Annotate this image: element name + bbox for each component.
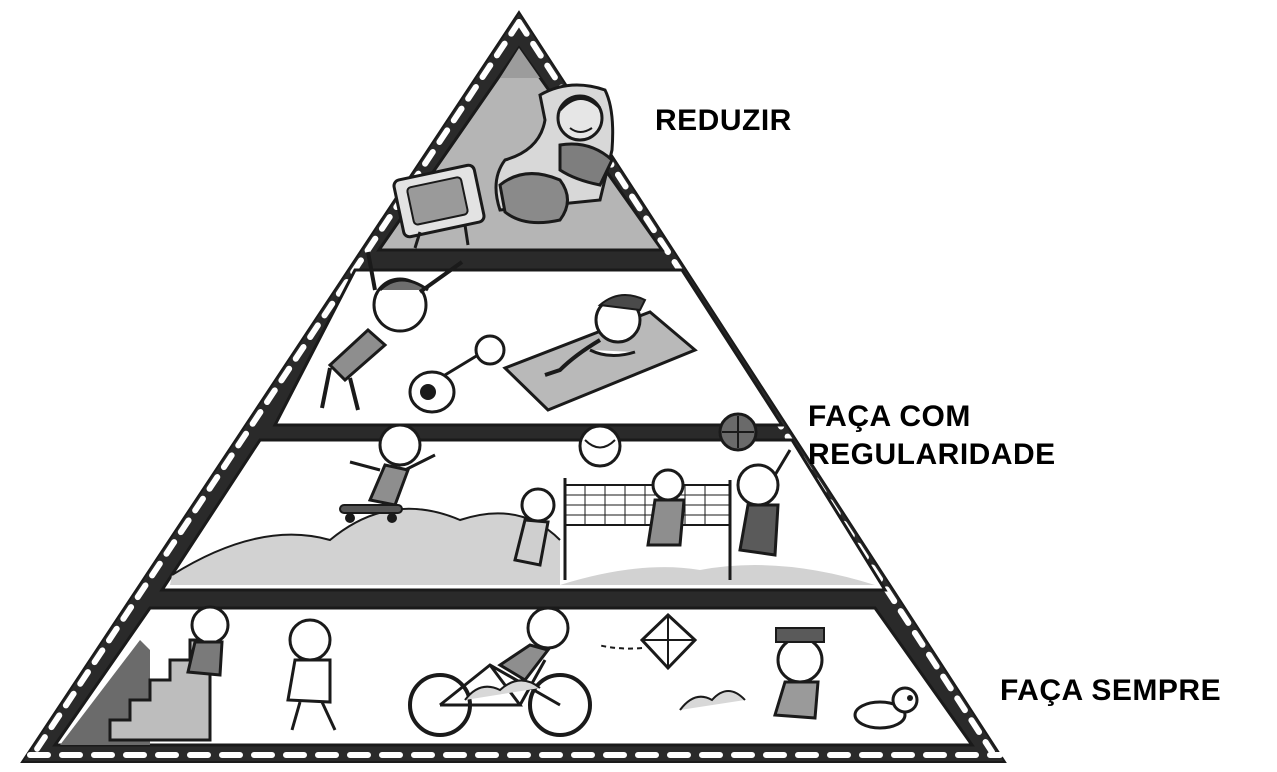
ball-icon (578, 424, 622, 468)
volleyball-player-right-icon (646, 468, 686, 547)
person-icon (556, 94, 614, 187)
walking-child-icon (286, 618, 337, 731)
tier-label-line: FAÇA SEMPRE (1000, 674, 1222, 707)
sit-up-child-icon (544, 294, 647, 377)
child-icon (320, 251, 464, 411)
skateboard-icon (339, 504, 403, 523)
basketball-icon (718, 412, 758, 452)
tier-label-line: REDUZIR (655, 104, 792, 137)
bush-icon (464, 679, 746, 711)
bicycle-icon (408, 659, 592, 737)
tier-label-regularidade: FAÇA COM REGULARIDADE (808, 398, 1056, 474)
tier-label-line: FAÇA COM (808, 400, 971, 433)
outdoor-activities-illustration (108, 605, 919, 742)
volleyball-net-icon (563, 478, 732, 580)
tier-label-sempre: FAÇA SEMPRE (1000, 672, 1221, 710)
volleyball-player-left-icon (513, 487, 556, 567)
dog-icon (853, 686, 919, 730)
armchair-person-illustration (392, 83, 615, 249)
cyclist-icon (497, 606, 570, 682)
basketball-player-icon (736, 449, 792, 557)
tier-label-reduzir: REDUZIR (655, 102, 792, 140)
kite-child-icon (773, 627, 825, 720)
climbing-child-icon (186, 605, 230, 677)
television-icon (392, 163, 486, 249)
dog-icon (408, 334, 506, 414)
tier-lower-middle (159, 438, 888, 592)
tier-label-line: REGULARIDADE (808, 438, 1056, 471)
kite-icon (597, 612, 698, 671)
sports-illustration (339, 412, 792, 580)
stretching-sit-ups-illustration (320, 251, 698, 414)
